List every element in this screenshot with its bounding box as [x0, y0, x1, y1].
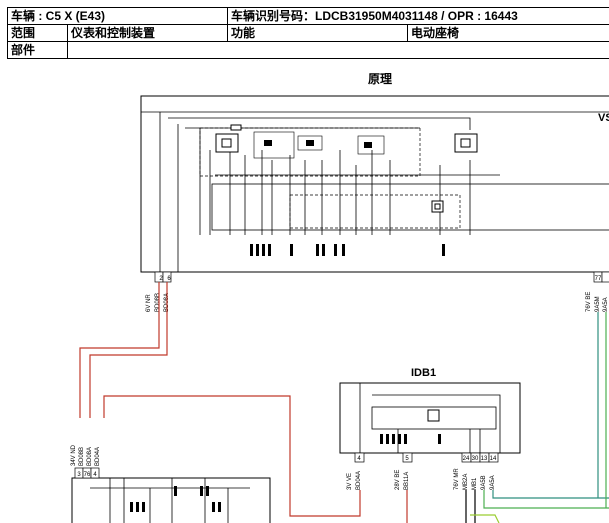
svg-text:76V BE: 76V BE [586, 292, 592, 312]
top-module-label: VS [598, 112, 609, 124]
idb-inner-box [371, 406, 497, 430]
dashed-sub-box [289, 194, 461, 229]
dashed-switch-box [199, 127, 421, 177]
idb-label: IDB1 [411, 367, 436, 379]
svg-text:BD08A: BD08A [87, 447, 93, 466]
left-bottom-connector: 3 76 4 34V ND BD08B BD08A BD04A [71, 444, 101, 479]
svg-text:MB2A: MB2A [463, 474, 469, 490]
svg-text:4: 4 [93, 472, 97, 478]
svg-text:4: 4 [357, 456, 361, 462]
inner-control-box [211, 183, 609, 231]
svg-text:BD08B: BD08B [155, 293, 161, 312]
svg-text:2: 2 [159, 276, 163, 282]
idb-connectors: 4 3V VE BD04A 5 28V BE BB11A 24 30 13 14… [347, 452, 499, 490]
svg-text:9A5B: 9A5B [481, 475, 487, 490]
component-label: 部件 [7, 41, 68, 59]
top-module-pins [250, 244, 445, 256]
svg-text:9A5M: 9A5M [595, 296, 601, 312]
svg-text:BD04A: BD04A [356, 471, 362, 490]
svg-text:5: 5 [405, 456, 409, 462]
svg-text:14: 14 [490, 456, 497, 462]
svg-text:9A5A: 9A5A [490, 475, 496, 490]
svg-text:9A5A: 9A5A [603, 297, 609, 312]
svg-text:24: 24 [463, 456, 470, 462]
svg-text:28V BE: 28V BE [395, 470, 401, 490]
svg-text:BB11A: BB11A [404, 472, 410, 490]
svg-text:76V MR: 76V MR [454, 468, 460, 490]
section-title: 原理 [367, 72, 392, 86]
svg-text:BD08B: BD08B [79, 447, 85, 466]
svg-text:30: 30 [472, 456, 479, 462]
svg-text:3: 3 [77, 472, 81, 478]
idb-pins [380, 434, 441, 444]
svg-text:BD04A: BD04A [95, 447, 101, 466]
colored-wires [79, 282, 609, 523]
function-label: 功能 [227, 24, 408, 42]
svg-text:MB1: MB1 [472, 477, 478, 490]
header-table: 车辆 : C5 X (E43) 车辆识别号码：LDCB31950M4031148… [7, 7, 609, 59]
svg-text:3V VE: 3V VE [347, 473, 353, 490]
switch-symbols [215, 124, 478, 213]
svg-text:13: 13 [481, 456, 488, 462]
svg-text:76: 76 [84, 472, 91, 478]
svg-text:6V NR: 6V NR [146, 294, 152, 312]
svg-text:6: 6 [167, 276, 171, 282]
right-top-connector: 77 76V BE 9A5M 9A5A [586, 271, 609, 312]
bottom-left-module-box [71, 477, 271, 523]
svg-text:34V ND: 34V ND [71, 444, 77, 466]
svg-text:77: 77 [595, 276, 602, 282]
idb-icon [427, 409, 440, 422]
